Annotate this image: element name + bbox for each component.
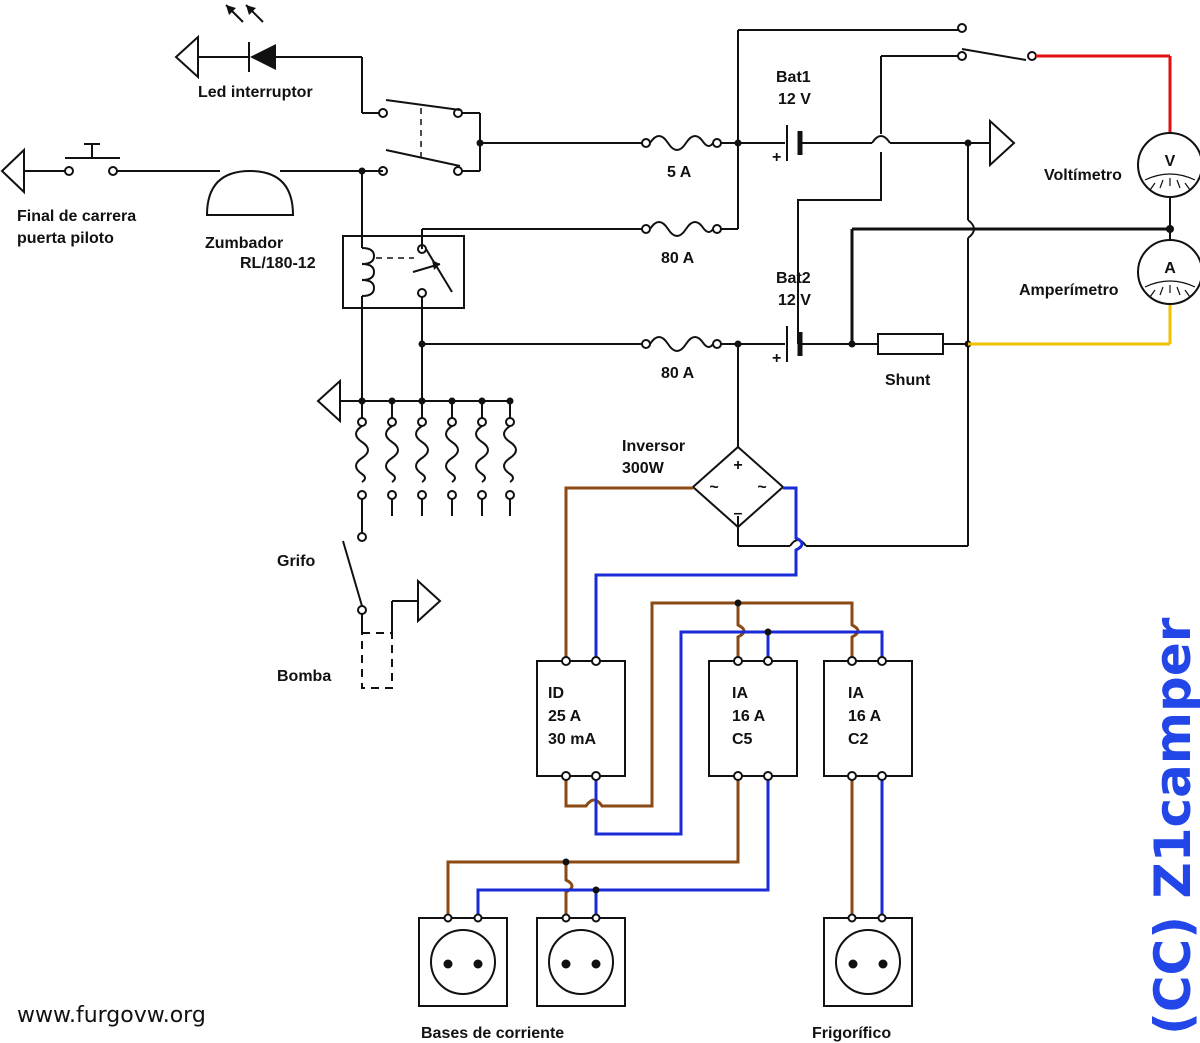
voltmeter-symbol: V [1165,153,1176,170]
fuse-terminal [505,490,515,500]
labels: Led interruptor Final de carrera puerta … [17,69,1200,1042]
shunt-icon [877,333,944,355]
buzzer-label: Zumbador [205,235,283,252]
fuse-terminal [387,490,397,500]
svg-text:C5: C5 [732,731,753,748]
ammeter-symbol: A [1164,260,1176,277]
plus-sign: + [772,149,781,166]
double-switch [362,99,642,176]
fuse-terminal [447,417,457,427]
fuse-terminal [357,417,367,427]
selector-switch [797,48,1172,344]
fuse-terminal [505,417,515,427]
credit-watermark: (CC) Z1camper [1144,617,1200,1035]
sockets-label: Bases de corriente [421,1025,564,1042]
fuse-icon [385,425,399,483]
fuse-80a-label-2: 80 A [661,365,695,382]
fuse-icon [503,425,517,483]
breaker-id: ID 25 A 30 mA [536,656,626,781]
pump-icon [361,632,393,689]
voltmeter [1137,132,1200,240]
inverter-icon [691,445,785,529]
voltmeter-icon [1137,132,1200,198]
shunt-label: Shunt [885,372,931,389]
tap-label: Grifo [277,553,315,570]
fridge-label: Frigorífico [812,1025,891,1042]
fuse-block [316,378,517,542]
svg-text:16 A: 16 A [732,708,766,725]
ammeter [1137,229,1200,305]
inverter-label-2: 300W [622,460,665,477]
bat2-label-1: Bat2 [776,270,811,287]
svg-text:IA: IA [732,685,748,702]
svg-text:25 A: 25 A [548,708,582,725]
socket-icon [418,913,508,1007]
relay-label: RL/180-12 [240,255,316,272]
breaker-ia-c5: IA 16 A C5 [708,656,798,781]
ground-icon [0,147,25,195]
relay-coil-icon [361,247,376,297]
breakers: ID 25 A 30 mA IA 16 A C5 IA 16 A C2 [536,656,913,781]
ground-icon [174,34,199,80]
fuse-icon [445,425,459,483]
fuse-terminal [447,490,457,500]
ground-icon [316,378,341,424]
ammeter-label: Amperímetro [1019,282,1119,299]
ground-icon [989,118,1016,168]
svg-text:~: ~ [709,479,718,496]
fuse-icon [415,425,429,483]
fuse-terminal [477,417,487,427]
bat1-label-2: 12 V [778,91,811,108]
svg-text:–: – [734,505,743,522]
ammeter-icon [1137,239,1200,305]
svg-text:ID: ID [548,685,564,702]
svg-text:16 A: 16 A [848,708,882,725]
fuse-terminal [417,490,427,500]
voltmeter-label: Voltímetro [1044,167,1122,184]
svg-text:+: + [733,457,742,474]
socket-icon [536,913,626,1007]
bat2-label-2: 12 V [778,292,811,309]
plus-sign: + [772,350,781,367]
bus-wires [734,23,968,547]
sockets [418,913,913,1007]
limit-switch-label-2: puerta piloto [17,230,114,247]
fuse-terminal [357,490,367,500]
ground-icon [417,578,442,624]
inverter-label-1: Inversor [622,438,685,455]
inverter: + – ~ ~ [691,445,785,529]
fuse-icon [355,425,369,483]
breaker-ia-c2: IA 16 A C2 [823,656,913,781]
svg-text:IA: IA [848,685,864,702]
limit-switch-circuit [0,143,383,216]
ac-wiring [446,486,884,918]
ground-bus [964,143,975,546]
main-fuses [641,135,785,352]
fuse-5a-label: 5 A [667,164,692,181]
led-circuit [174,4,363,113]
led-icon [250,44,276,70]
led-label: Led interruptor [198,84,313,101]
socket-icon [823,913,913,1007]
svg-text:30 mA: 30 mA [548,731,596,748]
svg-text:~: ~ [757,479,766,496]
website-watermark: www.furgovw.org [17,1003,206,1028]
tap-pump [342,540,442,689]
pump-label: Bomba [277,668,331,685]
bat1-label-1: Bat1 [776,69,811,86]
fuse-80a-label-1: 80 A [661,250,695,267]
fuse-terminal [477,490,487,500]
relay [342,171,642,400]
limit-switch-label-1: Final de carrera [17,208,136,225]
fuse-terminal [417,417,427,427]
svg-text:C2: C2 [848,731,869,748]
fuse-icon [475,425,489,483]
buzzer-icon [205,169,295,216]
fuse-terminal [387,417,397,427]
battery-1 [786,118,1016,168]
